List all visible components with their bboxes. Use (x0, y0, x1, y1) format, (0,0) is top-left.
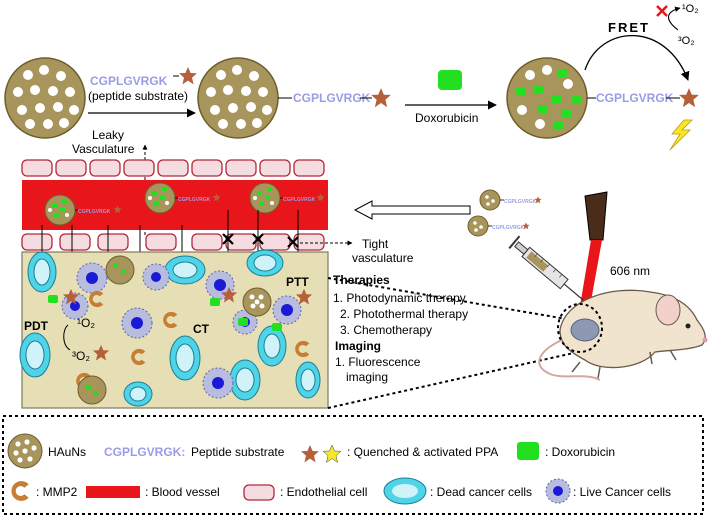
legend: HAuNs CGPLGVRGK: Peptide substrate : Que… (2, 415, 704, 515)
therapy-item-3: 3. Chemotherapy (340, 323, 432, 337)
doxorubicin-square-top (438, 70, 462, 90)
legend-live-text: : Live Cancer cells (573, 485, 671, 499)
injected-peptide-1: CGPLGVRGK (504, 199, 537, 205)
blood-vessel-scene: Leaky Vasculature CGPLGVRGK (21, 128, 471, 291)
tissue-nanoparticles (77, 255, 272, 405)
legend-ppa-text: : Quenched & activated PPA (347, 445, 498, 459)
legend-dead-text: : Dead cancer cells (430, 485, 532, 499)
legend-dead-cell-icon (383, 477, 427, 505)
singlet-oxygen-tissue: ¹O₂ (77, 316, 95, 330)
syringe (508, 235, 584, 301)
haun-nanoparticle-2 (197, 57, 279, 139)
ppa-star-top-1 (179, 67, 197, 85)
peptide-caption: (peptide substrate) (88, 89, 188, 103)
leaky-label-1: Leaky (92, 128, 124, 142)
legend-box (2, 415, 704, 515)
tight-label-1: Tight (362, 237, 389, 251)
legend-dox-square (517, 442, 539, 460)
legend-peptide-code: CGPLGVRGK: (104, 445, 185, 459)
triplet-oxygen-tissue: ³O₂ (72, 349, 90, 363)
laser-device: 606 nm (578, 191, 650, 318)
imaging-line-2: imaging (346, 370, 388, 384)
lightning-bolt (669, 119, 693, 151)
peptide-label-2: CGPLGVRGK (293, 91, 371, 105)
vessel-peptide-1: CGPLGVRGK (78, 209, 111, 215)
ct-label: CT (193, 322, 210, 336)
fret-arc (584, 34, 690, 81)
ppa-star-top-3 (679, 88, 699, 108)
peptide-label-3: CGPLGVRGK (596, 91, 674, 105)
legend-haun-label: HAuNs (48, 445, 86, 459)
vessel-nanoparticle-3: CGPLGVRGK (249, 182, 325, 214)
vessel-nanoparticle-1: CGPLGVRGK (44, 194, 122, 226)
leaky-label-2: Vasculature (72, 142, 135, 156)
therapies-heading: Therapies (333, 273, 390, 287)
imaging-heading: Imaging (335, 339, 381, 353)
vessel-nanoparticle-2: CGPLGVRGK (144, 182, 221, 214)
ppa-star-top-2 (371, 88, 391, 108)
legend-live-cell-icon (545, 478, 571, 504)
vessel-peptide-2: CGPLGVRGK (178, 197, 211, 203)
peptide-label-1: CGPLGVRGK (90, 74, 168, 88)
legend-endothelial-text: : Endothelial cell (280, 485, 367, 499)
legend-dox-text: : Doxorubicin (545, 445, 615, 459)
injected-peptide-2: CGPLGVRGK (492, 225, 525, 231)
therapy-item-2: 2. Photothermal therapy (340, 307, 468, 321)
laser-beam (578, 240, 602, 318)
legend-endothelial-icon (243, 484, 275, 501)
haun-nanoparticle-1 (4, 57, 86, 139)
mouse-illustration (538, 289, 708, 381)
triplet-oxygen-top: ³O₂ (678, 35, 695, 47)
tumor-tissue: PTT PDT CT ¹O₂ ³O₂ (19, 249, 329, 409)
blocked-markers (222, 233, 299, 248)
mouse-tumor (570, 318, 600, 342)
dead-cancer-cells (19, 249, 321, 407)
imaging-line-1: 1. Fluorescence (335, 355, 421, 369)
pdt-label: PDT (24, 319, 49, 333)
therapy-item-1: 1. Photodynamic therapy (333, 291, 466, 305)
ptt-label: PTT (286, 275, 309, 289)
free-doxorubicin (48, 295, 282, 331)
fret-label: FRET (608, 20, 650, 35)
top-synthesis-scheme: CGPLGVRGK (peptide substrate) CGPLGVRGK … (4, 3, 699, 151)
legend-haun-icon (7, 433, 43, 469)
blocked-x-mark (656, 5, 668, 17)
legend-vessel-bar (86, 486, 140, 498)
live-cancer-cells (61, 262, 302, 399)
oxygen-curve (667, 6, 681, 31)
therapies-panel: Therapies 1. Photodynamic therapy 2. Pho… (333, 273, 468, 384)
legend-mmp2-text: : MMP2 (36, 485, 78, 499)
injection-nanoparticles: CGPLGVRGK CGPLGVRGK (467, 189, 542, 237)
endothelial-row-top (21, 159, 325, 177)
endothelial-row-bottom (21, 233, 325, 251)
injection-direction-arrow (353, 200, 471, 220)
tight-label-2: vasculature (352, 251, 414, 265)
legend-vessel-text: : Blood vessel (145, 485, 220, 499)
vessel-peptide-3: CGPLGVRGK (283, 197, 316, 203)
laser-wavelength-label: 606 nm (610, 264, 650, 278)
legend-peptide-text: Peptide substrate (191, 445, 285, 459)
doxorubicin-label-top: Doxorubicin (415, 111, 478, 125)
zoom-line-top (327, 277, 573, 321)
singlet-oxygen-top: ¹O₂ (682, 3, 699, 15)
haun-nanoparticle-loaded (506, 57, 588, 139)
zoom-line-bottom (327, 351, 579, 409)
